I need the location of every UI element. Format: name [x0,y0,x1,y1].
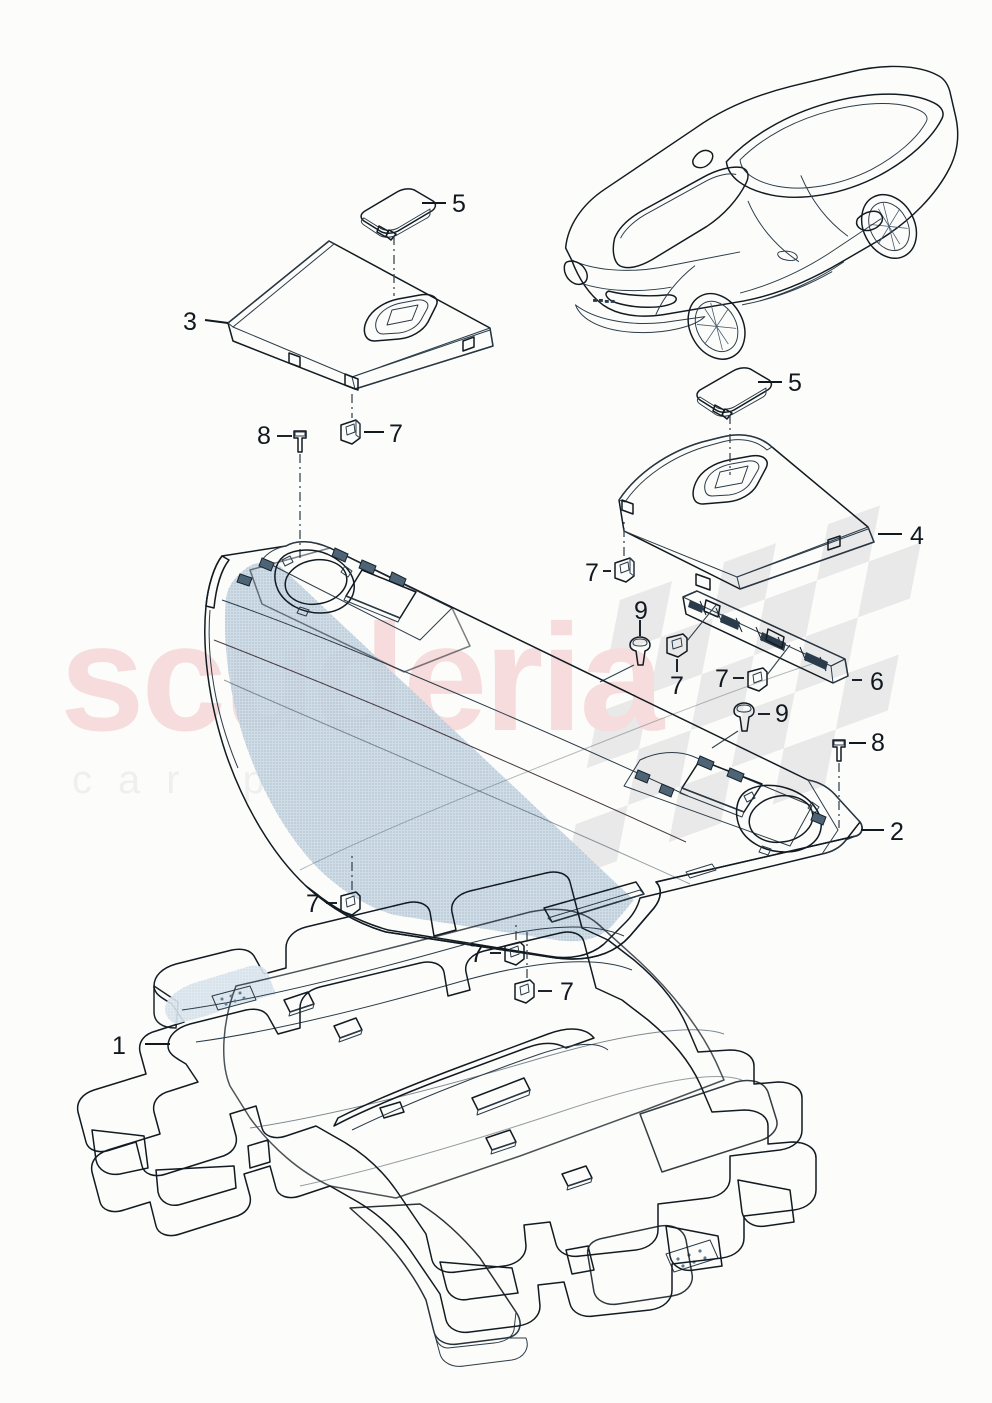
leader-line-3 [204,319,229,324]
checkered-flag-watermark [564,505,921,881]
callout-3-speaker-grille-left: 3 [183,308,197,336]
callout-2-parcel-shelf-trim: 2 [890,818,904,846]
front-wheel [860,193,918,259]
callout-7-retaining-clip-d: 7 [715,665,729,693]
part-7-clip-e [340,891,361,916]
part-6-mounting-rail [682,590,849,684]
tie-line-9-a [599,664,635,683]
callout-7-retaining-clip-a: 7 [389,420,403,448]
left-speaker-opening [274,549,355,617]
part-5-cover-cap-right [696,367,773,420]
perforation-patch-left [211,985,257,1011]
callout-5-cover-cap-left: 5 [452,190,466,218]
callout-4-speaker-grille-right: 4 [910,522,924,550]
callout-1-parcel-shelf-insulation: 1 [112,1032,126,1060]
part-5-cover-cap-left [360,188,437,241]
part-8-screw-b [832,739,846,762]
callout-7-retaining-clip-e: 7 [306,890,320,918]
part-9-screw-a [629,636,651,666]
callout-7-retaining-clip-b: 7 [585,559,599,587]
part-7-clip-g [514,979,535,1004]
callout-8-screw-a: 8 [257,422,271,450]
callout-7-retaining-clip-g: 7 [560,978,574,1006]
callout-9-screw-a: 9 [634,597,648,625]
callout-7-retaining-clip-f: 7 [470,940,484,968]
part-8-screw-a [293,430,307,453]
part-1-parcel-shelf-insulation [76,871,817,1367]
callout-6-mounting-rail: 6 [870,668,884,696]
part-7-clip-d [747,667,768,692]
belt-slot-recess-right [692,454,768,505]
part-7-clip-a [340,419,361,445]
callout-5-cover-cap-right: 5 [788,369,802,397]
vehicle-reference-illustration [563,65,959,360]
callout-7-retaining-clip-c: 7 [670,672,684,700]
callout-labels: 1 2 3 4 5 5 6 7 7 7 7 7 7 7 8 8 9 9 [112,190,924,1060]
part-7-clip-c [666,633,688,658]
callout-8-screw-b: 8 [871,729,885,757]
tie-line-7-c [686,604,717,642]
part-3-speaker-grille-left [227,240,494,391]
part-2-rear-parcel-shelf-trim [204,541,863,960]
tie-line-7-d [766,644,791,676]
right-speaker-opening [735,784,822,856]
part-4-speaker-grille-right [618,434,875,591]
callout-9-screw-b: 9 [775,700,789,728]
part-9-screw-b [733,702,755,732]
belt-slot-recess [363,293,438,342]
part-7-clip-b [614,557,635,583]
rear-wheel [687,292,746,360]
